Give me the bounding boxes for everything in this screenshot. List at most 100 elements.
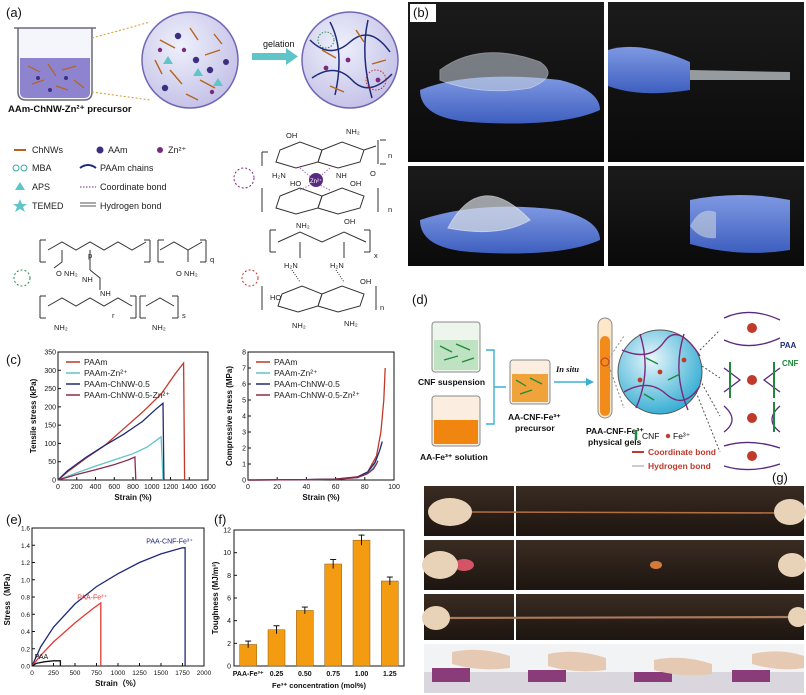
svg-text:NH: NH (336, 171, 347, 180)
bar (296, 610, 314, 667)
gel-sphere (301, 11, 399, 109)
svg-text:CNF: CNF (642, 431, 659, 441)
y-axis-label: Stress（MPa） (2, 569, 12, 626)
series-line (31, 547, 186, 667)
x-tick-label: 0 (246, 484, 250, 491)
svg-text:NH₂: NH₂ (292, 321, 306, 330)
x-tick-label: 1750 (175, 670, 190, 677)
legend-entry: PAAm (274, 357, 297, 367)
precursor-label: AAm-ChNW-Zn²⁺ precursor (8, 104, 132, 115)
y-tick-label: 1.0 (21, 577, 30, 584)
aa-fe-solution-label: AA-Fe³⁺ solution (420, 452, 488, 462)
svg-text:OH: OH (286, 131, 297, 140)
y-tick-label: 7 (242, 366, 246, 373)
photo-b4 (608, 166, 804, 266)
svg-text:NH₂: NH₂ (184, 269, 198, 278)
x-tick-label: 250 (48, 670, 59, 677)
y-tick-label: 0.2 (21, 646, 30, 653)
svg-text:O: O (176, 269, 182, 278)
svg-text:H₂N: H₂N (330, 261, 344, 270)
panel-d-side-detail: PAA CNF (695, 311, 799, 471)
in-situ-label: In situ (555, 364, 579, 374)
y-tick-label: 8 (242, 350, 246, 357)
x-tick-label: 80 (361, 484, 369, 491)
x-tick-label: 1500 (154, 670, 169, 677)
photo-g4 (424, 644, 804, 693)
plot-frame (247, 351, 395, 481)
gel-network-sphere (617, 329, 703, 415)
y-tick-label: 50 (48, 459, 56, 466)
svg-text:Fe³⁺: Fe³⁺ (673, 431, 691, 441)
svg-text:n: n (380, 303, 384, 312)
y-tick-label: 0.8 (21, 595, 30, 602)
x-tick-label: 0.75 (326, 671, 340, 678)
legend-entry: PAAm-ChNW-0.5 (274, 379, 340, 389)
legend-entry: PAAm-Zn²⁺ (84, 368, 128, 378)
y-tick-label: 0.0 (21, 664, 30, 671)
gel-label-1: PAA-CNF-Fe³⁺ (586, 426, 644, 436)
svg-text:Zn²⁺: Zn²⁺ (310, 178, 322, 185)
svg-text:NH₂: NH₂ (344, 319, 358, 328)
y-axis-label: Tensile stress (kPa) (29, 378, 38, 453)
bar (352, 539, 371, 667)
x-axis-label: Strain（%） (95, 678, 141, 688)
y-tick-label: 0 (52, 478, 56, 485)
photo-g3 (422, 594, 806, 640)
y-axis-label: Toughness (MJ/m³) (211, 561, 220, 634)
y-axis-label: Compressive stress (MPa) (225, 366, 234, 466)
precursor-label-2: precursor (515, 423, 555, 433)
y-tick-label: 3 (242, 430, 246, 437)
x-tick-label: 800 (127, 484, 139, 491)
legend-entry: PAAm (84, 357, 107, 367)
svg-text:OH: OH (360, 277, 371, 286)
y-tick-label: 250 (44, 386, 56, 393)
svg-text:n: n (388, 205, 392, 214)
panel-f-label: (f) (214, 512, 226, 527)
panel-a-label: (a) (6, 5, 22, 20)
y-tick-label: 0.6 (21, 612, 30, 619)
svg-text:Coordinate bond: Coordinate bond (648, 447, 716, 457)
plot-frame (233, 529, 405, 667)
svg-text:Zn²⁺: Zn²⁺ (168, 145, 187, 155)
svg-text:APS: APS (32, 182, 50, 192)
x-tick-label: 0.25 (270, 671, 284, 678)
x-tick-label: 1200 (163, 484, 179, 491)
svg-text:MBA: MBA (32, 163, 52, 173)
x-tick-label: 600 (108, 484, 120, 491)
chitin-zn-structure: Zn²⁺ OH NH₂ H₂N HO OH NH O n n NH₂ OH (233, 127, 392, 230)
x-tick-label: 20 (273, 484, 281, 491)
photo-b3 (408, 166, 604, 266)
svg-text:Hydrogen bond: Hydrogen bond (100, 201, 162, 211)
precursor-beaker-icon (509, 359, 551, 405)
x-tick-label: 750 (91, 670, 102, 677)
x-tick-label: 40 (303, 484, 311, 491)
legend-entry: PAAm-Zn²⁺ (274, 368, 318, 378)
x-tick-label: 200 (71, 484, 83, 491)
y-tick-label: 4 (242, 414, 246, 421)
series-line (247, 441, 383, 481)
x-tick-label: 1400 (181, 484, 197, 491)
svg-text:ChNWs: ChNWs (32, 145, 63, 155)
y-tick-label: 4 (227, 618, 231, 625)
y-tick-label: 2 (227, 641, 231, 648)
svg-text:s: s (182, 311, 186, 320)
x-tick-label: 1000 (144, 484, 160, 491)
panel-b-label: (b) (413, 5, 429, 20)
series-annotation: PAA-CNF-Fe³⁺ (146, 539, 193, 546)
svg-text:PAA: PAA (780, 341, 797, 350)
svg-text:NH: NH (100, 289, 111, 298)
x-tick-label: 60 (332, 484, 340, 491)
x-tick-label: 0 (56, 484, 60, 491)
y-tick-label: 350 (44, 350, 56, 357)
x-tick-label: 100 (388, 484, 400, 491)
y-tick-label: 8 (227, 573, 231, 580)
photo-g2 (422, 540, 806, 590)
x-tick-label: 0.50 (298, 671, 312, 678)
series-line (31, 660, 62, 667)
svg-text:r: r (112, 311, 115, 320)
svg-text:O: O (56, 269, 62, 278)
svg-text:PAAm chains: PAAm chains (100, 163, 154, 173)
